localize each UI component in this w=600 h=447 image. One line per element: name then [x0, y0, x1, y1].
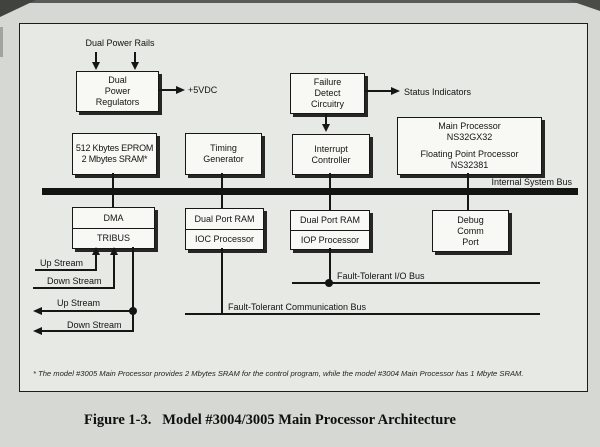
stream-junction-dot — [129, 307, 137, 315]
down-stream-in-line — [33, 287, 115, 289]
debug-comm-port-box: Debug Comm Port — [432, 210, 509, 252]
iop-processor-cell: IOP Processor — [300, 234, 360, 245]
figure-footnote: * The model #3005 Main Processor provide… — [33, 369, 524, 378]
up-stream-in-riser — [95, 254, 97, 270]
dma-cell: DMA — [73, 208, 154, 229]
ioc-comm-bus-connector — [221, 248, 223, 314]
stream-out-drop-line — [132, 247, 134, 332]
up-stream-out-label: Up Stream — [57, 298, 101, 308]
eprom-sram-box: 512 Kbytes EPROM 2 Mbytes SRAM* — [72, 133, 157, 175]
eprom-bus-connector — [112, 173, 114, 188]
interrupt-bus-connector — [329, 173, 331, 188]
vdc-arrow-icon — [176, 85, 185, 94]
down-stream-out-label: Down Stream — [67, 320, 122, 330]
internal-system-bus-bar — [42, 188, 578, 195]
down-stream-out-line — [41, 330, 134, 332]
status-arrow-line — [364, 90, 392, 92]
scan-artifact-top-band — [0, 0, 600, 3]
up-stream-out-line — [41, 310, 134, 312]
plus-5vdc-label: +5VDC — [188, 85, 218, 95]
power-rail-arrow-1-icon — [91, 62, 100, 70]
iop-dual-port-ram-cell: Dual Port RAM — [291, 211, 369, 231]
bus-iop-connector — [329, 195, 331, 210]
iop-io-bus-connector — [329, 248, 331, 283]
timing-generator-box: Timing Generator — [185, 133, 262, 175]
tribus-cell: TRIBUS — [96, 233, 130, 244]
fault-tolerant-comm-bus-line — [185, 313, 540, 315]
iop-processor-box: Dual Port RAM IOP Processor — [290, 210, 370, 250]
status-indicators-label: Status Indicators — [404, 87, 472, 97]
down-stream-in-label: Down Stream — [47, 276, 102, 286]
failure-detect-box: Failure Detect Circuitry — [290, 73, 365, 114]
dma-tribus-box: DMA TRIBUS — [72, 207, 155, 249]
scan-artifact-corner-left — [0, 0, 36, 17]
power-rail-line-2 — [134, 52, 136, 64]
main-processor-box: Main Processor NS32GX32 Floating Point P… — [397, 117, 542, 175]
fault-tolerant-io-bus-label: Fault-Tolerant I/O Bus — [337, 271, 425, 281]
ioc-processor-box: Dual Port RAM IOC Processor — [185, 208, 264, 250]
bus-dma-connector — [112, 195, 114, 207]
down-stream-in-arrow-icon — [109, 247, 118, 255]
dual-power-regulators-box: Dual Power Regulators — [76, 71, 159, 112]
up-stream-out-arrow-icon — [33, 306, 42, 315]
scan-artifact-left-streak — [0, 27, 3, 57]
mainproc-bus-connector — [467, 173, 469, 188]
up-stream-in-label: Up Stream — [40, 258, 84, 268]
bus-ioc-connector — [221, 195, 223, 208]
ioc-processor-cell: IOC Processor — [194, 234, 254, 245]
io-bus-junction-dot — [325, 279, 333, 287]
up-stream-in-arrow-icon — [91, 247, 100, 255]
power-rail-arrow-2-icon — [130, 62, 139, 70]
scan-artifact-corner-right — [568, 0, 600, 11]
internal-system-bus-label: Internal System Bus — [491, 177, 572, 187]
figure-caption: Figure 1-3. Model #3004/3005 Main Proces… — [84, 412, 456, 428]
timing-bus-connector — [221, 173, 223, 188]
failure-to-interrupt-arrow-icon — [321, 124, 330, 132]
power-rail-line-1 — [95, 52, 97, 64]
down-stream-in-riser — [113, 254, 115, 288]
fault-tolerant-comm-bus-label: Fault-Tolerant Communication Bus — [228, 302, 367, 312]
ioc-dual-port-ram-cell: Dual Port RAM — [186, 209, 263, 230]
down-stream-out-arrow-icon — [33, 326, 42, 335]
interrupt-controller-box: Interrupt Controller — [292, 134, 370, 175]
up-stream-in-line — [35, 269, 97, 271]
failure-to-interrupt-line — [325, 113, 327, 126]
bus-debug-connector — [467, 195, 469, 210]
vdc-arrow-line — [158, 89, 177, 91]
status-arrow-icon — [391, 86, 400, 95]
fault-tolerant-io-bus-line — [292, 282, 540, 284]
dual-power-rails-label: Dual Power Rails — [85, 38, 155, 48]
